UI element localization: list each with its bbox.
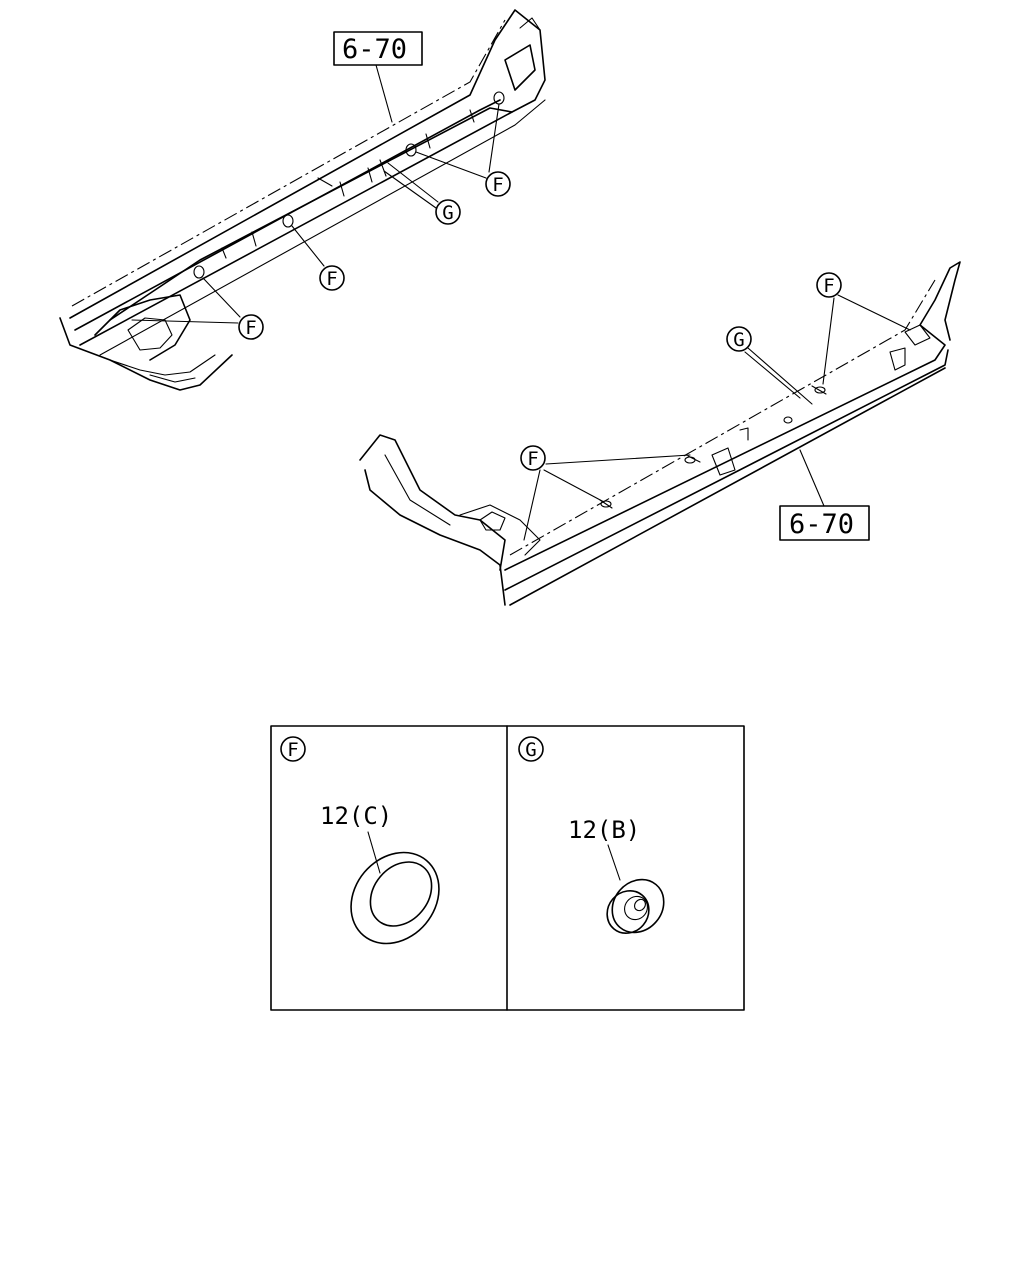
lower-side-rail — [359, 261, 961, 606]
upper-leader-lines — [131, 103, 500, 324]
callout-letter: F — [492, 174, 503, 196]
callout-letter: G — [442, 202, 453, 224]
grommet-12b-icon — [606, 878, 665, 934]
part-label-12b[interactable]: 12(B) — [568, 816, 640, 844]
upper-side-rail — [59, 9, 546, 391]
detail-panel-g: G 12(B) — [518, 736, 665, 934]
detail-panel-frame — [270, 725, 745, 1011]
callout-f-lower-2[interactable]: F — [520, 445, 546, 471]
part-label-12c[interactable]: 12(C) — [320, 802, 392, 830]
grommet-12c-icon — [350, 851, 440, 945]
callout-g-upper[interactable]: G — [435, 199, 461, 225]
panel-g-letter: G — [518, 736, 544, 762]
callout-f-upper-1[interactable]: F — [485, 171, 511, 197]
callout-letter: F — [245, 317, 256, 339]
reference-label-lower: 6-70 — [789, 509, 854, 540]
callout-f-lower-1[interactable]: F — [816, 272, 842, 298]
callout-g-lower[interactable]: G — [726, 326, 752, 352]
callout-letter: F — [823, 275, 834, 297]
panel-f-letter: F — [280, 736, 306, 762]
reference-box-upper[interactable]: 6-70 — [333, 31, 423, 66]
lower-leader-lines — [523, 294, 911, 541]
callout-letter: G — [733, 329, 744, 351]
reference-label-upper: 6-70 — [342, 34, 407, 65]
detail-panel-f: F 12(C) — [280, 736, 440, 945]
reference-box-lower[interactable]: 6-70 — [779, 505, 870, 541]
callout-f-upper-3[interactable]: F — [238, 314, 264, 340]
callout-letter: F — [527, 448, 538, 470]
callout-letter: F — [326, 268, 337, 290]
svg-text:F: F — [287, 739, 298, 761]
svg-text:G: G — [525, 739, 536, 761]
callout-f-upper-2[interactable]: F — [319, 265, 345, 291]
